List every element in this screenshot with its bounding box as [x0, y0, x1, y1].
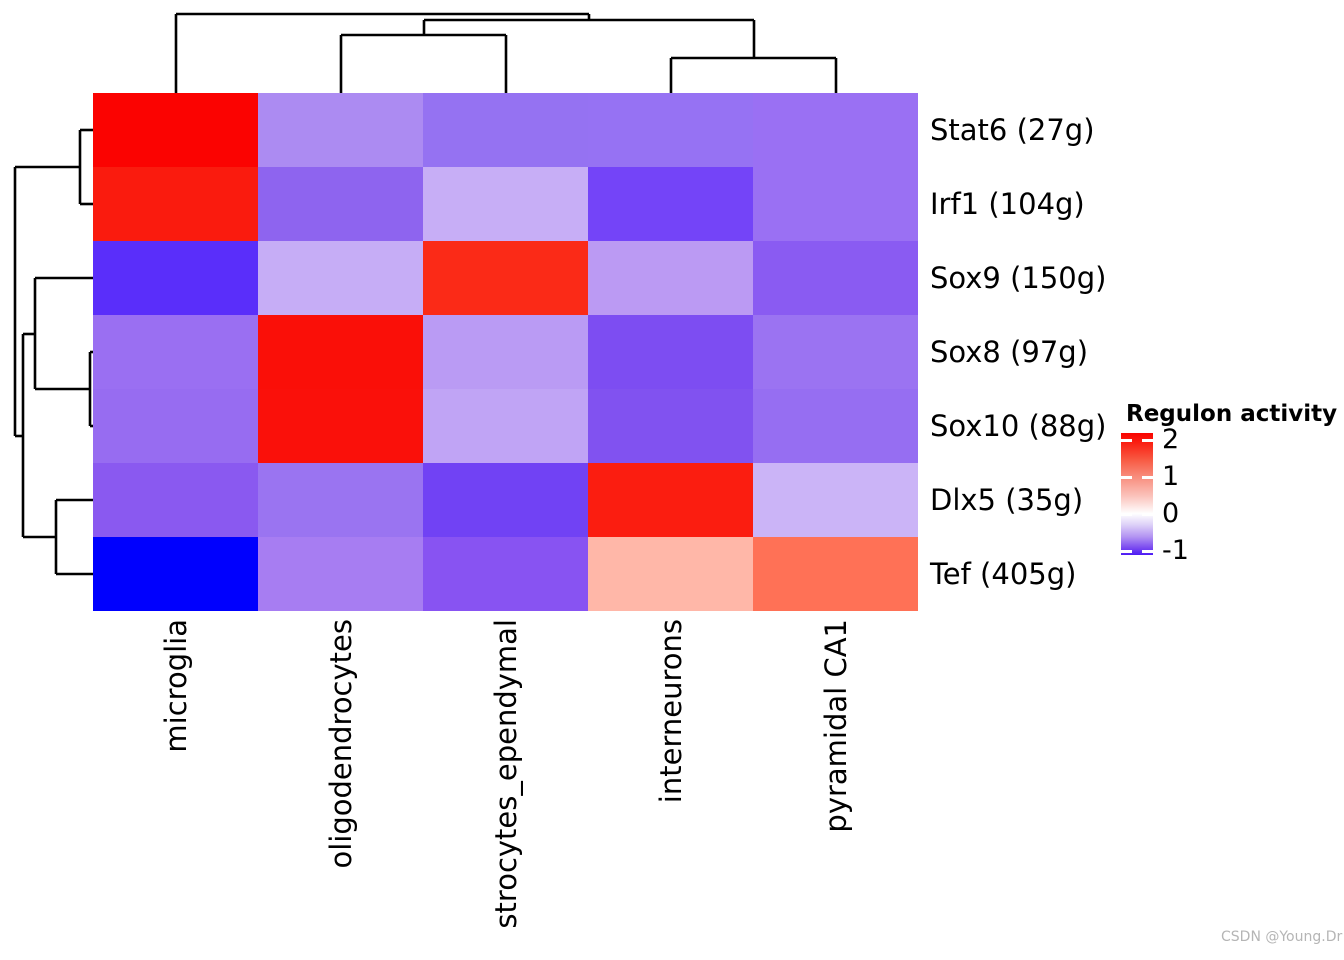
heatmap-cell-5-1: [258, 463, 423, 537]
legend-tick-label: 1: [1162, 461, 1180, 492]
row-label: Sox8 (97g): [930, 335, 1089, 369]
legend-tick-label: 2: [1162, 424, 1180, 455]
legend-tick-mark: [1121, 475, 1132, 479]
heatmap-cell-3-0: [93, 315, 258, 389]
watermark: CSDN @Young.Dr: [1221, 929, 1343, 945]
heatmap-cell-5-0: [93, 463, 258, 537]
row-label: Sox10 (88g): [930, 409, 1107, 443]
heatmap-cell-4-2: [423, 389, 588, 463]
row-label: Tef (405g): [930, 557, 1077, 591]
heatmap-cell-1-2: [423, 167, 588, 241]
heatmap-cell-4-3: [588, 389, 753, 463]
heatmap-cell-5-2: [423, 463, 588, 537]
legend-title: Regulon activity: [1126, 401, 1338, 427]
heatmap-cell-0-3: [588, 93, 753, 167]
col-label: microglia: [158, 619, 193, 753]
heatmap-cell-2-1: [258, 241, 423, 315]
heatmap-cell-6-0: [93, 537, 258, 611]
col-label: interneurons: [653, 619, 688, 804]
legend-tick-mark: [1142, 512, 1153, 516]
row-label: Stat6 (27g): [930, 113, 1095, 147]
legend-tick-label: -1: [1162, 535, 1189, 566]
legend-tick-mark: [1142, 475, 1153, 479]
heatmap-cell-4-0: [93, 389, 258, 463]
heatmap-cell-2-4: [753, 241, 918, 315]
legend-tick-mark: [1142, 549, 1153, 553]
legend-tick-mark: [1121, 438, 1132, 442]
heatmap-cell-0-4: [753, 93, 918, 167]
heatmap-cell-5-3: [588, 463, 753, 537]
heatmap-cell-1-3: [588, 167, 753, 241]
row-label: Sox9 (150g): [930, 261, 1107, 295]
heatmap-cell-3-4: [753, 315, 918, 389]
heatmap-cell-2-2: [423, 241, 588, 315]
heatmap-cell-0-2: [423, 93, 588, 167]
heatmap-cell-6-4: [753, 537, 918, 611]
heatmap-cell-0-0: [93, 93, 258, 167]
heatmap-cell-4-1: [258, 389, 423, 463]
heatmap-cell-1-0: [93, 167, 258, 241]
heatmap-cell-1-4: [753, 167, 918, 241]
heatmap-cell-3-1: [258, 315, 423, 389]
heatmap-cell-6-3: [588, 537, 753, 611]
heatmap-cell-3-3: [588, 315, 753, 389]
legend-tick-mark: [1121, 512, 1132, 516]
col-label: pyramidal CA1: [818, 619, 853, 833]
heatmap-cell-6-1: [258, 537, 423, 611]
heatmap-cell-1-1: [258, 167, 423, 241]
heatmap-cell-2-3: [588, 241, 753, 315]
heatmap-cell-5-4: [753, 463, 918, 537]
legend-tick-label: 0: [1162, 498, 1180, 529]
col-label: strocytes_ependymal: [488, 619, 523, 929]
row-label: Irf1 (104g): [930, 187, 1085, 221]
heatmap-cell-3-2: [423, 315, 588, 389]
legend-tick-mark: [1121, 549, 1132, 553]
heatmap-cell-6-2: [423, 537, 588, 611]
row-label: Dlx5 (35g): [930, 483, 1084, 517]
legend-colorbar: [1121, 433, 1153, 555]
heatmap-cell-0-1: [258, 93, 423, 167]
col-label: oligodendrocytes: [323, 619, 358, 869]
heatmap-cell-4-4: [753, 389, 918, 463]
heatmap-cell-2-0: [93, 241, 258, 315]
legend-tick-mark: [1142, 438, 1153, 442]
